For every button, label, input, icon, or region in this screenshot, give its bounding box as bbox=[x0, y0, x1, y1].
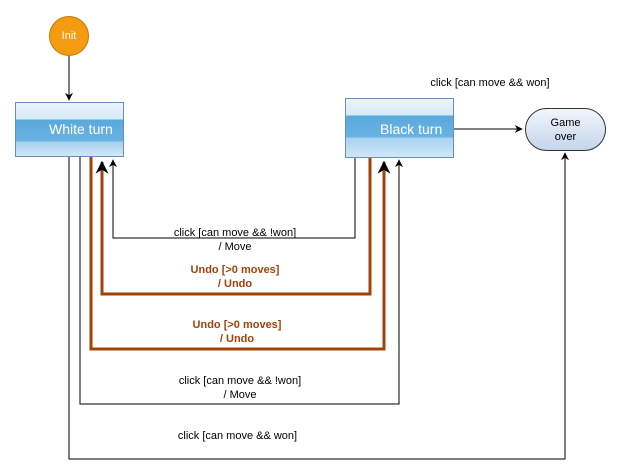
label-line: / Undo bbox=[217, 278, 253, 290]
label-black-to-gameover: click [can move && won] bbox=[420, 76, 560, 90]
label-line: click [can move && !won] bbox=[173, 227, 297, 239]
label-line: click [can move && !won] bbox=[178, 375, 302, 387]
edge-white-to-black-move bbox=[79, 157, 403, 405]
black-turn-state: Black turn bbox=[345, 98, 454, 158]
game-over-node: Game over bbox=[525, 108, 606, 151]
label-line: / Move bbox=[223, 389, 257, 401]
label-undo-upper: Undo [>0 moves] / Undo bbox=[175, 263, 295, 291]
label-line: Undo [>0 moves] bbox=[192, 319, 282, 331]
label-text: click [can move && won] bbox=[177, 430, 298, 442]
edge-undo-black-to-white bbox=[95, 158, 372, 296]
label-white-to-gameover: click [can move && won] bbox=[165, 429, 310, 443]
game-over-label: Game over bbox=[550, 117, 581, 143]
label-line: Undo [>0 moves] bbox=[190, 264, 280, 276]
edge-white-to-gameover bbox=[68, 152, 569, 460]
edge-black-to-white-move bbox=[109, 158, 356, 239]
init-node: Init bbox=[49, 16, 89, 56]
label-white-to-black-move: click [can move && !won] / Move bbox=[165, 374, 315, 402]
label-text: click [can move && won] bbox=[430, 77, 550, 89]
black-turn-label: Black turn bbox=[380, 121, 443, 137]
white-turn-state: White turn bbox=[15, 102, 124, 157]
label-line: / Move bbox=[218, 241, 252, 253]
white-turn-label: White turn bbox=[49, 121, 113, 137]
label-black-to-white-move: click [can move && !won] / Move bbox=[160, 226, 310, 254]
label-line: / Undo bbox=[219, 333, 255, 345]
init-label: Init bbox=[61, 30, 77, 42]
label-undo-lower: Undo [>0 moves] / Undo bbox=[177, 318, 297, 346]
edge-undo-white-to-black bbox=[89, 157, 391, 351]
